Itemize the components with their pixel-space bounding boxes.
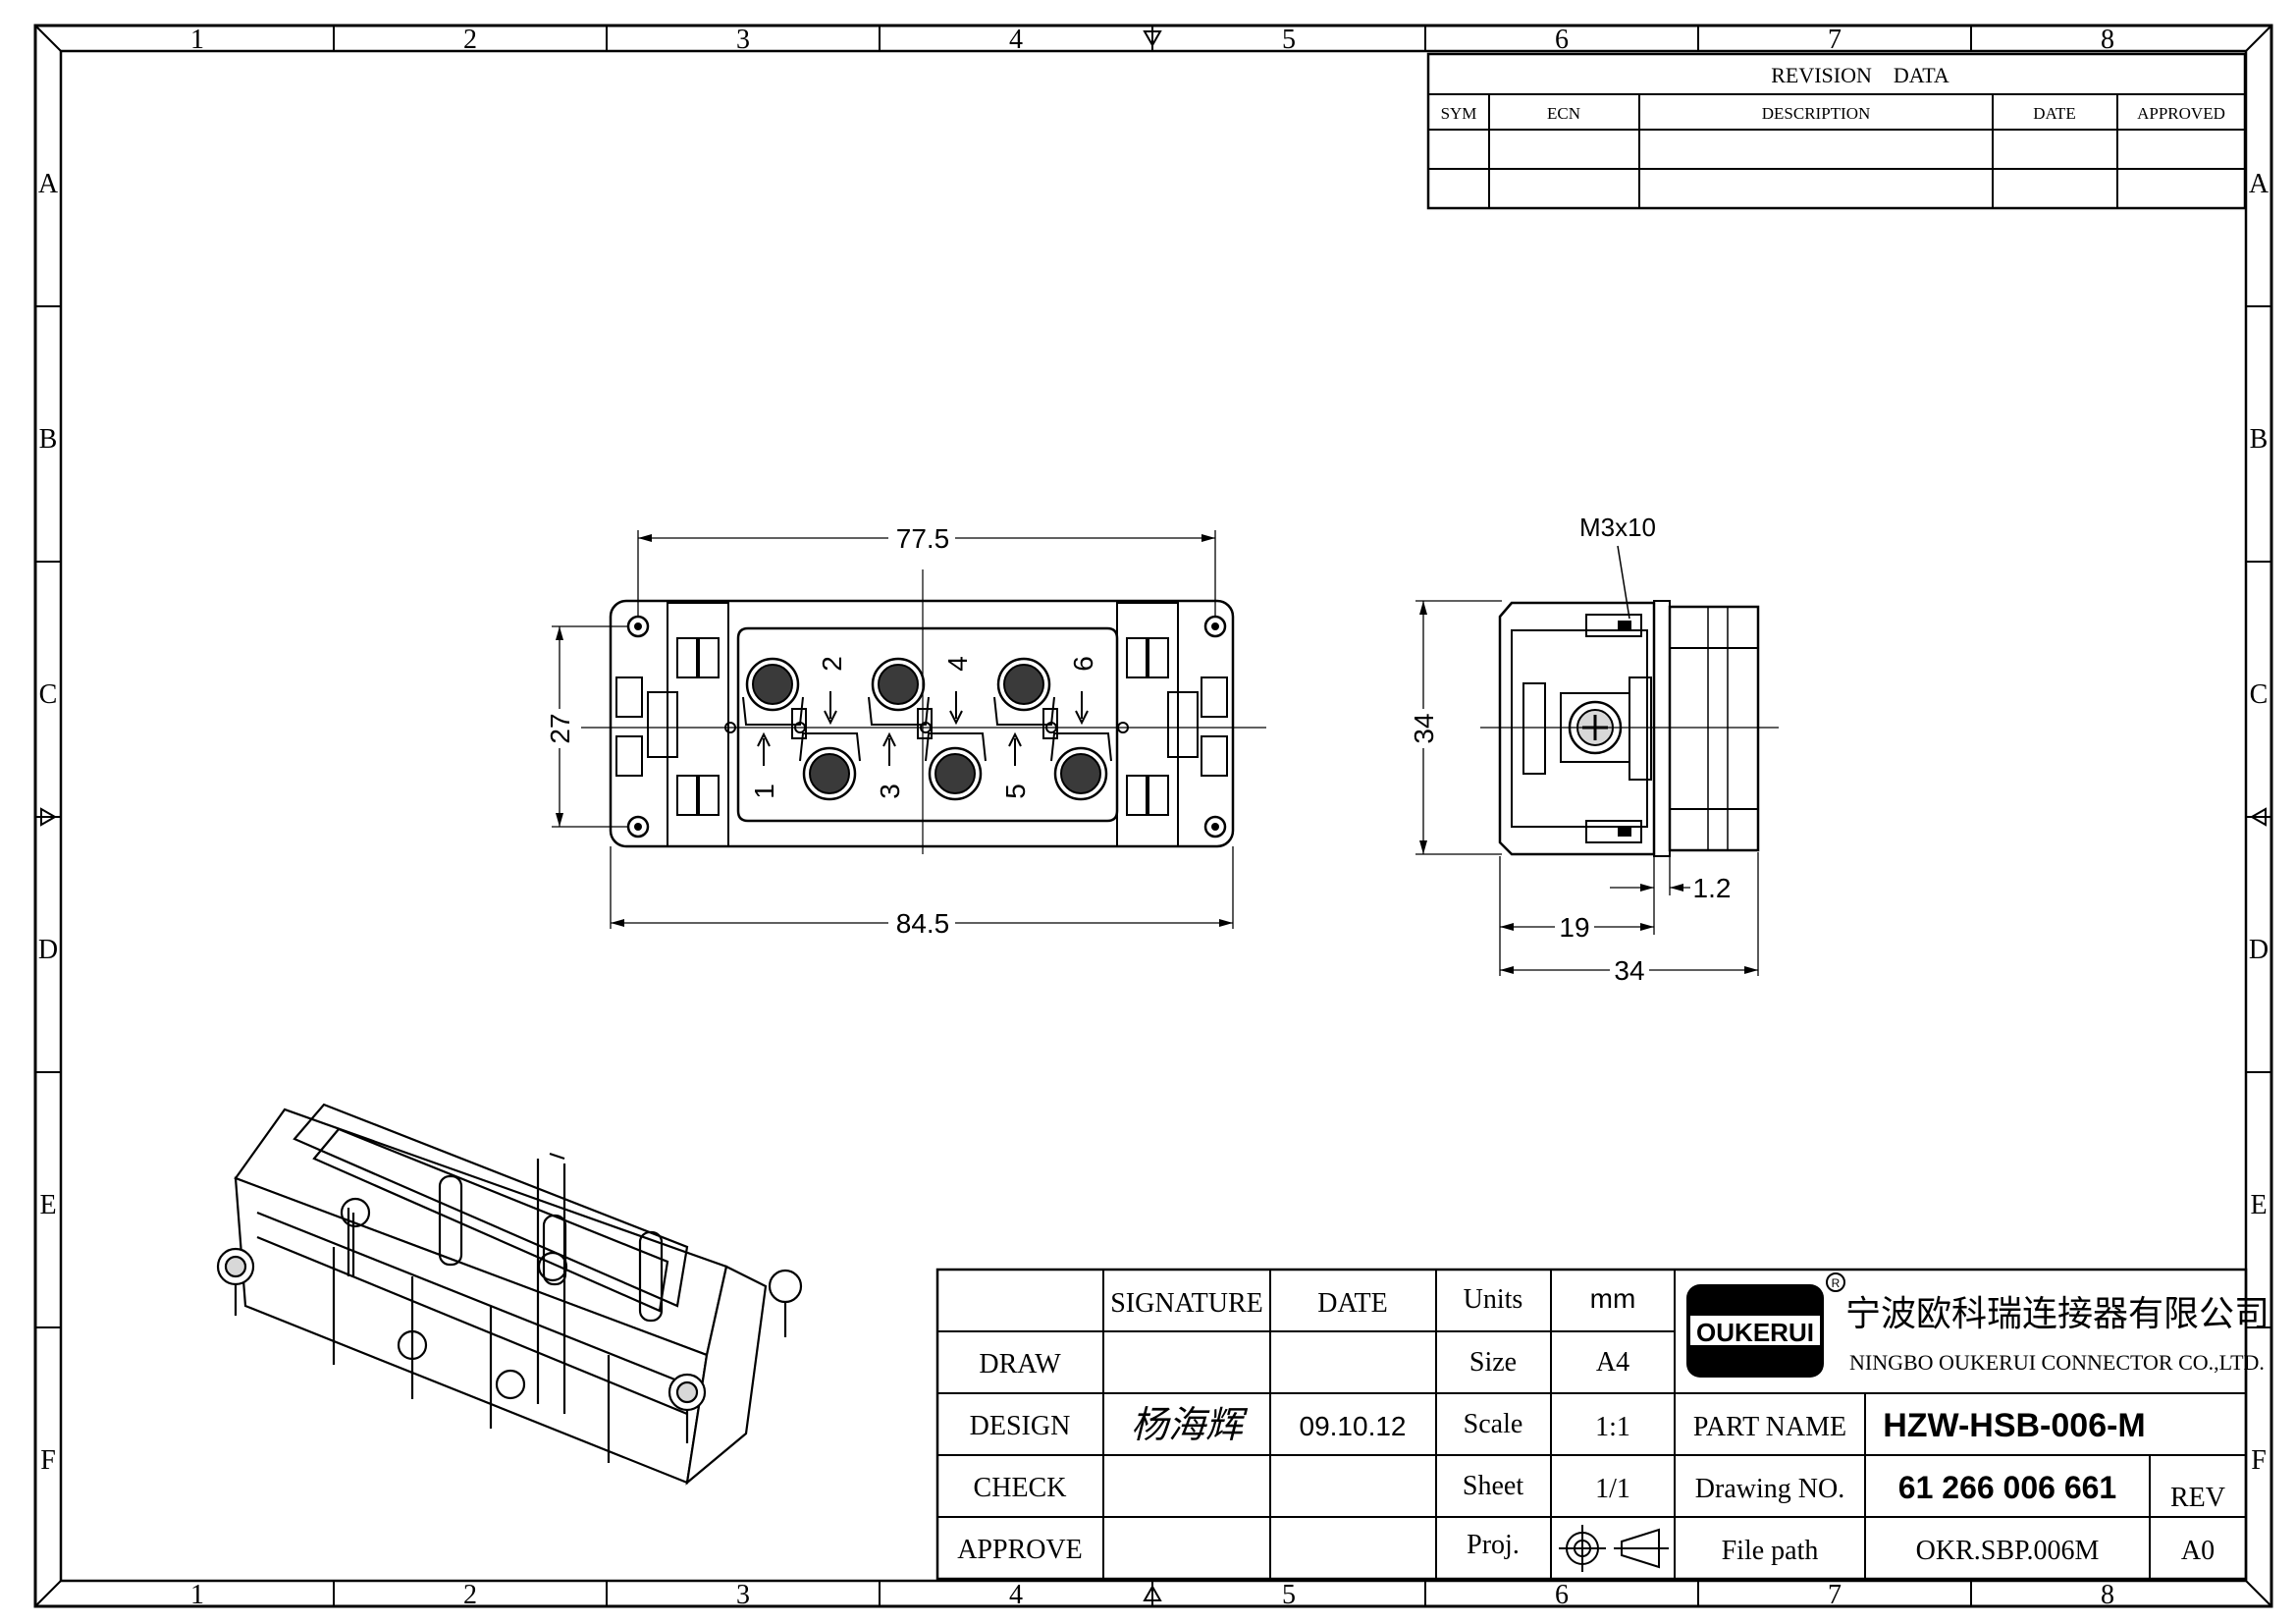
zone-col-5-bottom: 5 xyxy=(1282,1580,1296,1610)
size-value: A4 xyxy=(1596,1347,1629,1378)
dim-width-top: 77.5 xyxy=(896,523,950,554)
sheet-label: Sheet xyxy=(1463,1471,1523,1501)
side-view: 34 M3x10 1.2 19 34 xyxy=(1406,513,1779,986)
part-name-label: PART NAME xyxy=(1693,1412,1846,1442)
dim-total-depth: 34 xyxy=(1614,955,1644,986)
zone-row-b-right: B xyxy=(2250,424,2269,455)
zone-row-c-left: C xyxy=(39,679,58,710)
zone-col-6-bottom: 6 xyxy=(1555,1580,1569,1610)
role-draw: DRAW xyxy=(979,1349,1061,1380)
revision-header-sym: SYM xyxy=(1441,104,1477,123)
zone-col-8-top: 8 xyxy=(2101,25,2114,55)
zone-col-4-top: 4 xyxy=(1009,25,1023,55)
zone-col-5-top: 5 xyxy=(1282,25,1296,55)
size-label: Size xyxy=(1469,1347,1517,1378)
contact-label-6: 6 xyxy=(1068,656,1098,672)
drawing-no-label: Drawing NO. xyxy=(1695,1474,1844,1504)
dim-depth: 19 xyxy=(1559,912,1589,943)
contact-label-1: 1 xyxy=(749,784,779,799)
front-view: 1 2 3 4 5 6 77.5 84.5 27 xyxy=(542,520,1266,939)
zone-row-e-right: E xyxy=(2250,1190,2267,1220)
zone-row-c-right: C xyxy=(2250,679,2269,710)
scale-label: Scale xyxy=(1464,1409,1523,1439)
sheet-value: 1/1 xyxy=(1595,1474,1630,1504)
revision-header-ecn: ECN xyxy=(1547,104,1580,123)
zone-col-6-top: 6 xyxy=(1555,25,1569,55)
contact-label-4: 4 xyxy=(942,656,973,672)
zone-col-8-bottom: 8 xyxy=(2101,1580,2114,1610)
zone-row-b-left: B xyxy=(39,424,58,455)
revision-table: REVISION DATA SYM ECN DESCRIPTION DATE A… xyxy=(1426,52,2247,210)
isometric-view xyxy=(216,1103,803,1486)
zone-col-2-top: 2 xyxy=(463,25,477,55)
drawing-no: 61 266 006 661 xyxy=(1898,1470,2116,1505)
revision-header-date: DATE xyxy=(2033,104,2075,123)
rev-value: A0 xyxy=(2181,1536,2215,1566)
zone-row-e-left: E xyxy=(39,1190,56,1220)
file-path: OKR.SBP.006M xyxy=(1916,1536,2100,1566)
revision-title: REVISION DATA xyxy=(1771,63,1949,87)
projection-symbol-icon xyxy=(1559,1525,1669,1572)
zone-col-4-bottom: 4 xyxy=(1009,1580,1023,1610)
title-block: SIGNATURE DATE Units mm DRAW DESIGN CHEC… xyxy=(935,1268,2269,1581)
zone-col-2-bottom: 2 xyxy=(463,1580,477,1610)
part-name: HZW-HSB-006-M xyxy=(1883,1407,2146,1444)
zone-col-1-bottom: 1 xyxy=(190,1580,204,1610)
zone-row-f-left: F xyxy=(40,1445,56,1476)
contact-label-5: 5 xyxy=(1000,784,1031,799)
screw-label: M3x10 xyxy=(1579,513,1656,542)
units-label: Units xyxy=(1464,1284,1523,1315)
role-check: CHECK xyxy=(974,1473,1067,1503)
zone-ticks xyxy=(35,26,2271,1606)
contact-label-3: 3 xyxy=(875,784,905,799)
zone-col-3-top: 3 xyxy=(736,25,750,55)
header-signature: SIGNATURE xyxy=(1110,1288,1263,1319)
revision-header-description: DESCRIPTION xyxy=(1762,104,1871,123)
dim-width-bottom: 84.5 xyxy=(896,908,950,939)
zone-col-7-bottom: 7 xyxy=(1828,1580,1842,1610)
zone-col-3-bottom: 3 xyxy=(736,1580,750,1610)
revision-header-approved: APPROVED xyxy=(2137,104,2225,123)
company-name-en: NINGBO OUKERUI CONNECTOR CO.,LTD. xyxy=(1849,1350,2265,1375)
zone-col-1-top: 1 xyxy=(190,25,204,55)
zone-row-f-right: F xyxy=(2251,1445,2267,1476)
zone-col-7-top: 7 xyxy=(1828,25,1842,55)
company-logo-text: OUKERUI xyxy=(1696,1318,1814,1347)
scale-value: 1:1 xyxy=(1595,1412,1630,1442)
rev-label: REV xyxy=(2170,1483,2225,1513)
design-signature: 杨海辉 xyxy=(1131,1405,1249,1446)
proj-label: Proj. xyxy=(1467,1530,1520,1560)
role-design: DESIGN xyxy=(970,1411,1071,1441)
dim-height-front: 27 xyxy=(545,713,575,743)
svg-text:R: R xyxy=(1832,1276,1841,1290)
zone-row-a-right: A xyxy=(2249,169,2269,199)
units-value: mm xyxy=(1590,1283,1636,1314)
dim-height-side: 34 xyxy=(1409,713,1439,743)
company-name-cn: 宁波欧科瑞连接器有限公司 xyxy=(1845,1294,2269,1333)
role-approve: APPROVE xyxy=(957,1535,1083,1565)
company-logo: OUKERUI R xyxy=(1686,1272,1845,1378)
dim-offset: 1.2 xyxy=(1693,873,1732,903)
contact-label-2: 2 xyxy=(817,656,847,672)
file-path-label: File path xyxy=(1722,1536,1819,1566)
zone-row-d-left: D xyxy=(38,935,58,965)
zone-row-a-left: A xyxy=(38,169,59,199)
design-date: 09.10.12 xyxy=(1300,1411,1407,1441)
zone-row-d-right: D xyxy=(2249,935,2269,965)
header-date: DATE xyxy=(1317,1288,1388,1319)
